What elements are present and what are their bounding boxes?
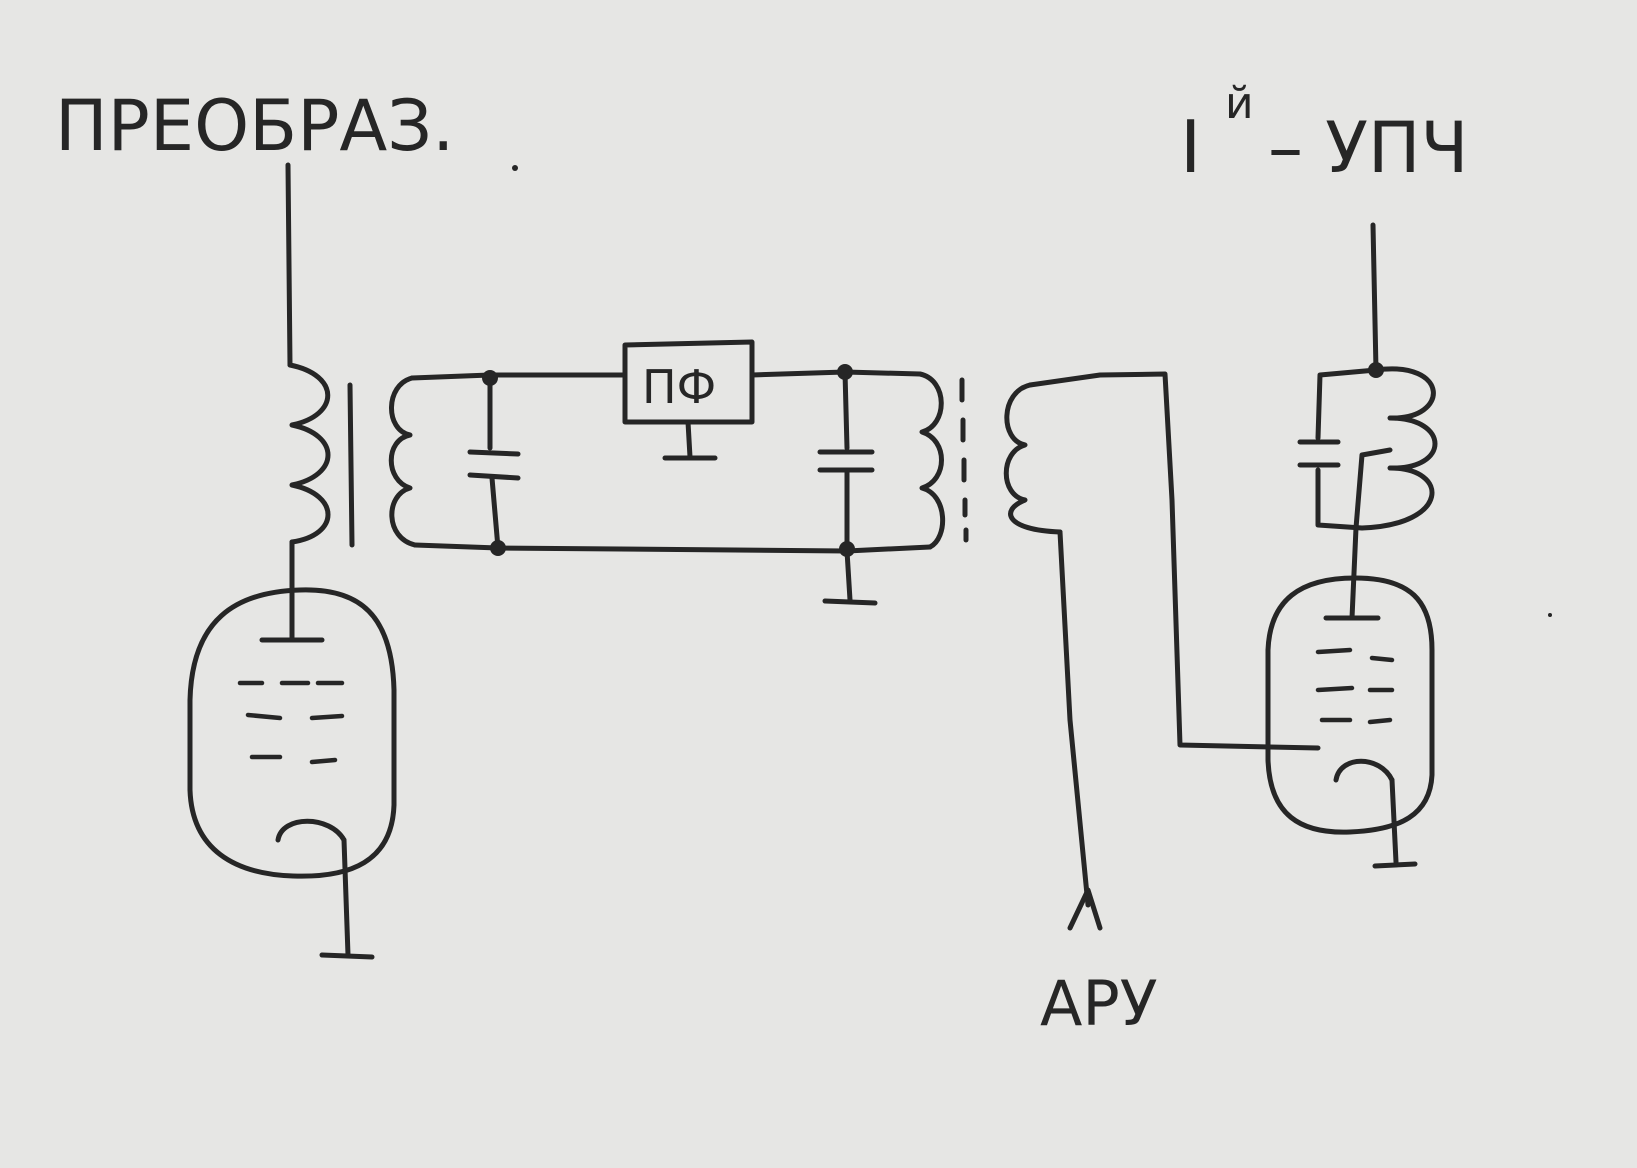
grid-winding	[1003, 371, 1321, 931]
if-amplifier-stage	[1265, 222, 1438, 869]
paper-speck	[1548, 613, 1552, 617]
converter-anode-wire	[285, 162, 293, 368]
filter-ground-lead	[685, 419, 693, 460]
grid-coil	[1003, 382, 1063, 535]
converter-cathode-lead	[341, 837, 351, 958]
agc-label: АРУ	[1040, 967, 1158, 1040]
if-amp-tube-envelope	[1265, 575, 1435, 835]
converter-tube-cathode	[275, 818, 347, 843]
converter-tube-grid-2a	[245, 712, 283, 721]
stage-number-label: I	[1180, 105, 1201, 189]
bandpass-filter-box	[622, 339, 755, 425]
secondary-coil-right	[917, 371, 945, 550]
transformer-1-core	[347, 382, 355, 548]
if-amp-tube-cathode	[1333, 758, 1395, 783]
if-amp-ground	[1372, 861, 1418, 869]
if-amp-label: – УПЧ	[1268, 107, 1469, 189]
output-tank-wire	[1315, 367, 1379, 531]
if-amp-grid-1b	[1369, 655, 1395, 663]
filter-section: ПФ	[388, 339, 945, 606]
grid-coil-to-tube-wire	[1027, 371, 1321, 751]
agc-arrow	[1067, 887, 1103, 931]
if-amp-grid-1a	[1315, 647, 1353, 655]
bottom-wire	[412, 542, 933, 554]
if-amp-cathode-lead	[1389, 777, 1399, 865]
ground-right	[822, 598, 878, 606]
top-wire-right	[749, 369, 923, 378]
capacitor-left-lead-bottom	[489, 475, 501, 551]
if-amp-plate-wire	[1349, 525, 1359, 621]
secondary-coil-left	[388, 375, 418, 548]
output-coil	[1359, 366, 1438, 531]
converter-tube-grid-3b	[309, 757, 338, 765]
converter-tube-envelope	[187, 587, 397, 879]
if-amp-grid-3b	[1367, 717, 1393, 725]
stage-number-suffix: й	[1225, 78, 1254, 129]
agc-line	[1057, 529, 1091, 908]
top-wire-left	[409, 372, 628, 381]
paper-speck	[512, 165, 518, 171]
capacitor-left-plate-1	[467, 449, 521, 457]
converter-ground	[319, 952, 375, 960]
output-coil-tap	[1353, 447, 1393, 531]
converter-stage	[187, 162, 397, 960]
transformer-2-core	[959, 377, 969, 543]
converter-tube-grid-2b	[309, 713, 345, 721]
ground-lead-right	[844, 548, 853, 603]
bandpass-filter-label: ПФ	[642, 360, 716, 414]
if-amp-anode-wire	[1370, 222, 1379, 373]
if-amp-grid-2a	[1315, 685, 1355, 693]
capacitor-right-lead-top	[842, 369, 850, 451]
primary-coil	[287, 362, 331, 545]
converter-label: ПРЕОБРАЗ.	[55, 85, 454, 167]
